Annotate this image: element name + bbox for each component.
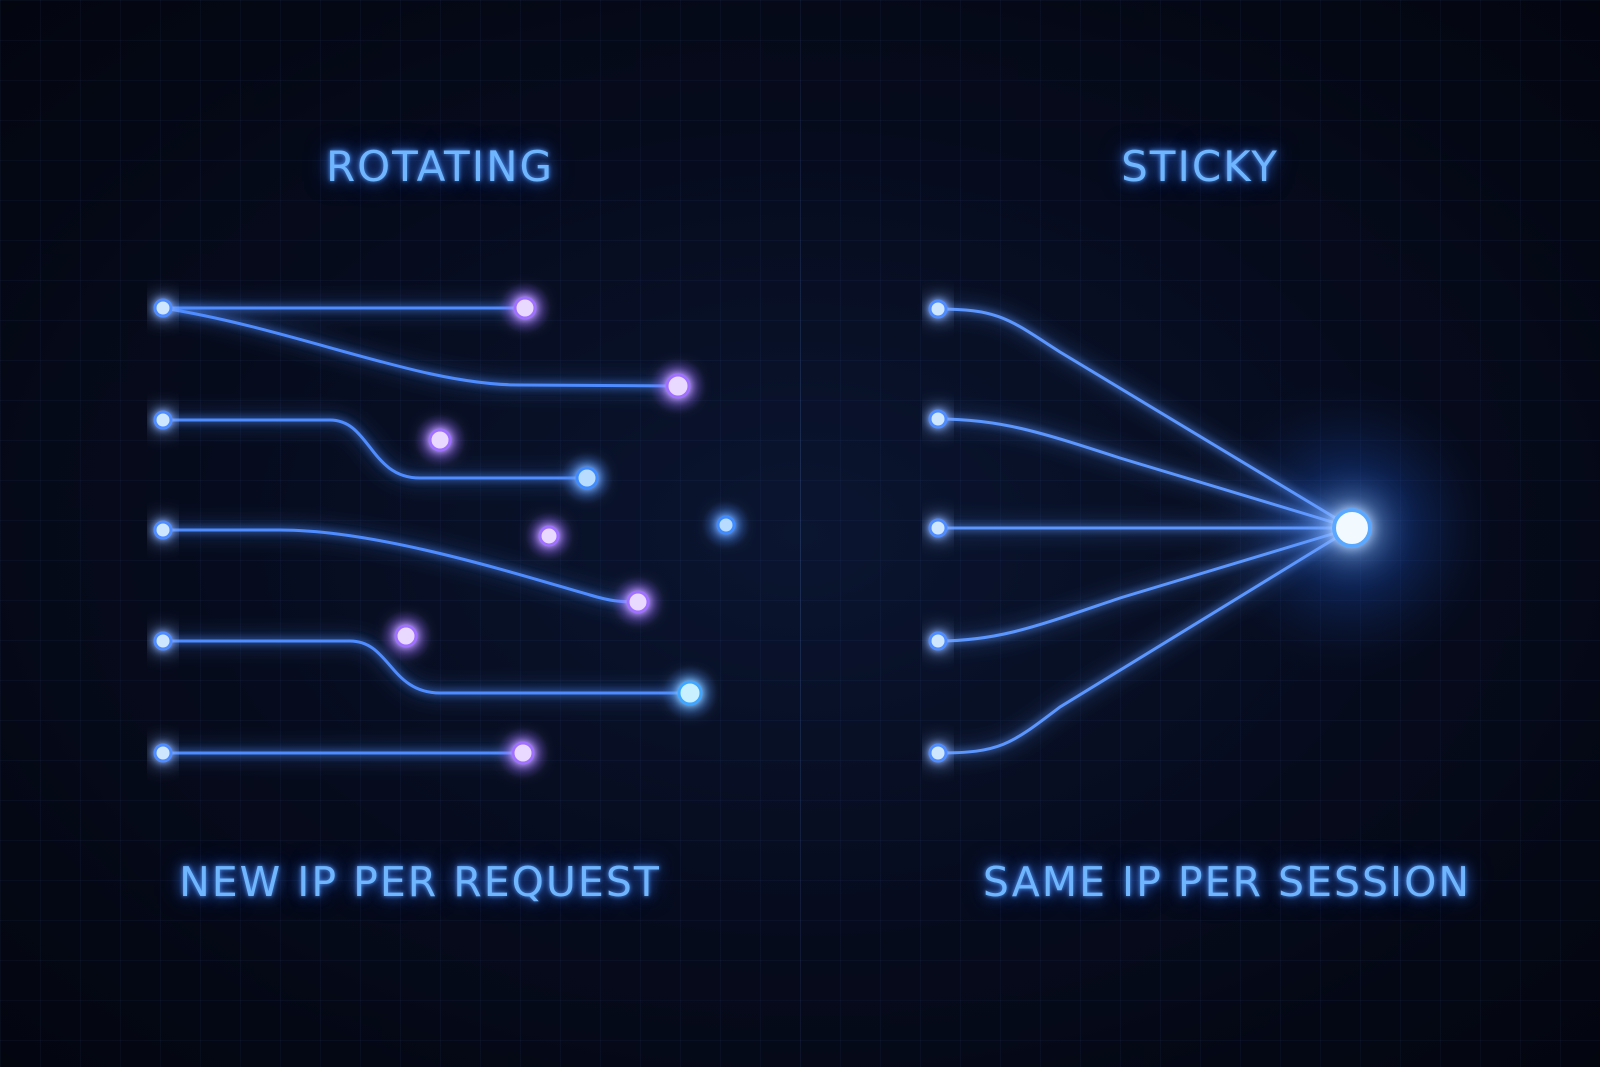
sticky-source-node — [928, 409, 948, 429]
violet-ip-node — [626, 590, 650, 614]
violet-ip-node — [513, 296, 537, 320]
rotating-source-node — [153, 631, 173, 651]
sticky-line-1 — [936, 307, 1354, 530]
blue-ip-node — [716, 515, 736, 535]
sticky-caption: SAME IP PER SESSION — [982, 858, 1472, 906]
sticky-line-5 — [936, 526, 1354, 755]
panel-divider — [800, 0, 801, 1067]
rotating-line-2 — [161, 418, 589, 480]
sticky-line-2 — [936, 417, 1354, 530]
rotating-source-node — [153, 520, 173, 540]
sticky-source-node — [928, 299, 948, 319]
sticky-source-node — [928, 743, 948, 763]
rotating-source-node — [153, 298, 173, 318]
hub-node — [1332, 508, 1372, 548]
sticky-sources — [928, 299, 948, 763]
sticky-title: STICKY — [1121, 142, 1279, 191]
rotating-source-node — [153, 410, 173, 430]
violet-ip-node — [394, 624, 418, 648]
rotating-title: ROTATING — [325, 142, 555, 191]
blue-ip-node — [575, 466, 599, 490]
sticky-source-node — [928, 518, 948, 538]
sticky-hub — [1332, 508, 1372, 548]
sticky-source-node — [928, 631, 948, 651]
violet-ip-node — [538, 525, 560, 547]
rotating-line-4 — [161, 639, 692, 695]
rotating-sources — [153, 298, 173, 763]
rotating-ip-nodes — [380, 282, 750, 779]
rotating-line-1b — [161, 306, 680, 388]
sticky-line-4 — [936, 526, 1354, 643]
violet-ip-node — [665, 373, 691, 399]
violet-ip-node — [511, 741, 535, 765]
violet-ip-node — [428, 428, 452, 452]
blue-ip-node — [677, 680, 703, 706]
rotating-caption: NEW IP PER REQUEST — [179, 858, 661, 906]
rotating-source-node — [153, 743, 173, 763]
